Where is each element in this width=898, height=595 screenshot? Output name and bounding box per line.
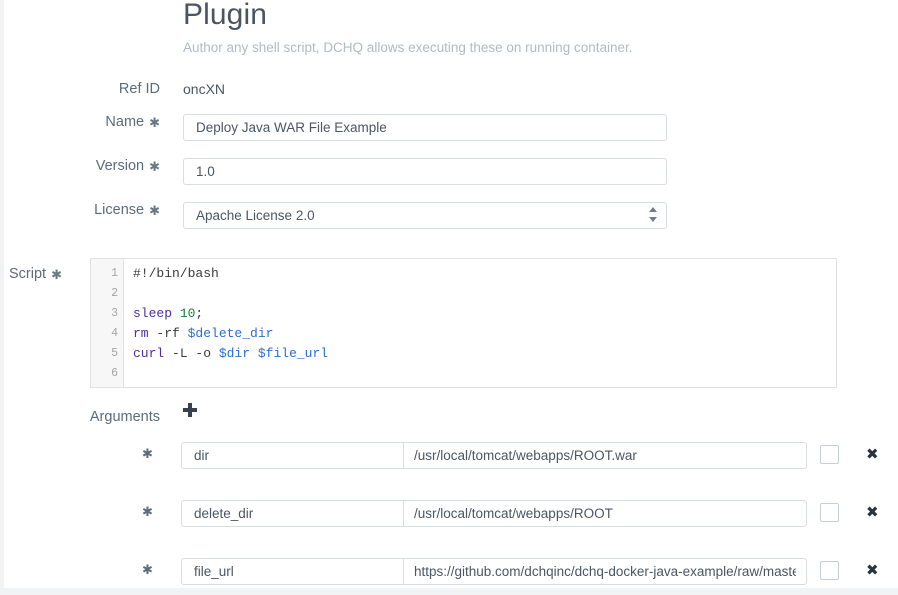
script-label: Script✱ [9,266,62,282]
code-line-3: sleep 10; [133,306,204,321]
code-line-5: curl -L -o $dir $file_url [133,346,329,361]
argument-key-input[interactable] [182,501,404,526]
line-number: 2 [111,287,118,300]
argument-value-input[interactable] [404,443,806,468]
argument-value-input[interactable] [404,559,806,584]
version-input[interactable] [183,158,667,185]
argument-row: ✱ ✖ [0,500,898,527]
argument-value-input[interactable] [404,501,806,526]
line-number: 5 [111,347,118,360]
argument-fields [181,500,807,527]
argument-checkbox[interactable] [820,503,839,522]
remove-argument-button[interactable]: ✖ [866,503,879,521]
ref-id-label: Ref ID [118,81,160,97]
ref-id-value: oncXN [183,81,226,97]
license-label: License✱ [94,202,160,218]
arguments-label: Arguments [89,409,160,425]
page-title: Plugin [183,0,267,31]
code-line-4: rm -rf $delete_dir [133,326,274,341]
required-asterisk-icon: ✱ [142,504,153,519]
argument-checkbox[interactable] [820,445,839,464]
argument-key-input[interactable] [182,443,404,468]
line-number: 4 [111,327,118,340]
required-asterisk-icon: ✱ [149,203,160,218]
bottom-edge-strip [0,588,898,595]
required-asterisk-icon: ✱ [142,446,153,461]
argument-row: ✱ ✖ [0,558,898,585]
code-line-1: #!/bin/bash [133,266,219,281]
version-label: Version✱ [95,158,160,174]
line-number: 1 [111,267,118,280]
script-editor[interactable]: 1 2 3 4 5 6 #!/bin/bash sleep 10; rm -rf… [90,258,837,388]
required-asterisk-icon: ✱ [149,159,160,174]
argument-row: ✱ ✖ [0,442,898,469]
required-asterisk-icon: ✱ [51,267,62,282]
required-asterisk-icon: ✱ [142,562,153,577]
remove-argument-button[interactable]: ✖ [866,445,879,463]
line-number: 3 [111,307,118,320]
license-select[interactable] [183,202,667,229]
argument-fields [181,442,807,469]
editor-gutter: 1 2 3 4 5 6 [91,259,124,387]
add-argument-button[interactable] [183,403,197,417]
name-label: Name✱ [105,114,160,130]
remove-argument-button[interactable]: ✖ [866,561,879,579]
argument-checkbox[interactable] [820,561,839,580]
page-subtitle: Author any shell script, DCHQ allows exe… [183,40,633,55]
name-input[interactable] [183,114,667,141]
argument-key-input[interactable] [182,559,404,584]
required-asterisk-icon: ✱ [149,115,160,130]
line-number: 6 [111,367,118,380]
left-edge-strip [0,0,4,595]
argument-fields [181,558,807,585]
